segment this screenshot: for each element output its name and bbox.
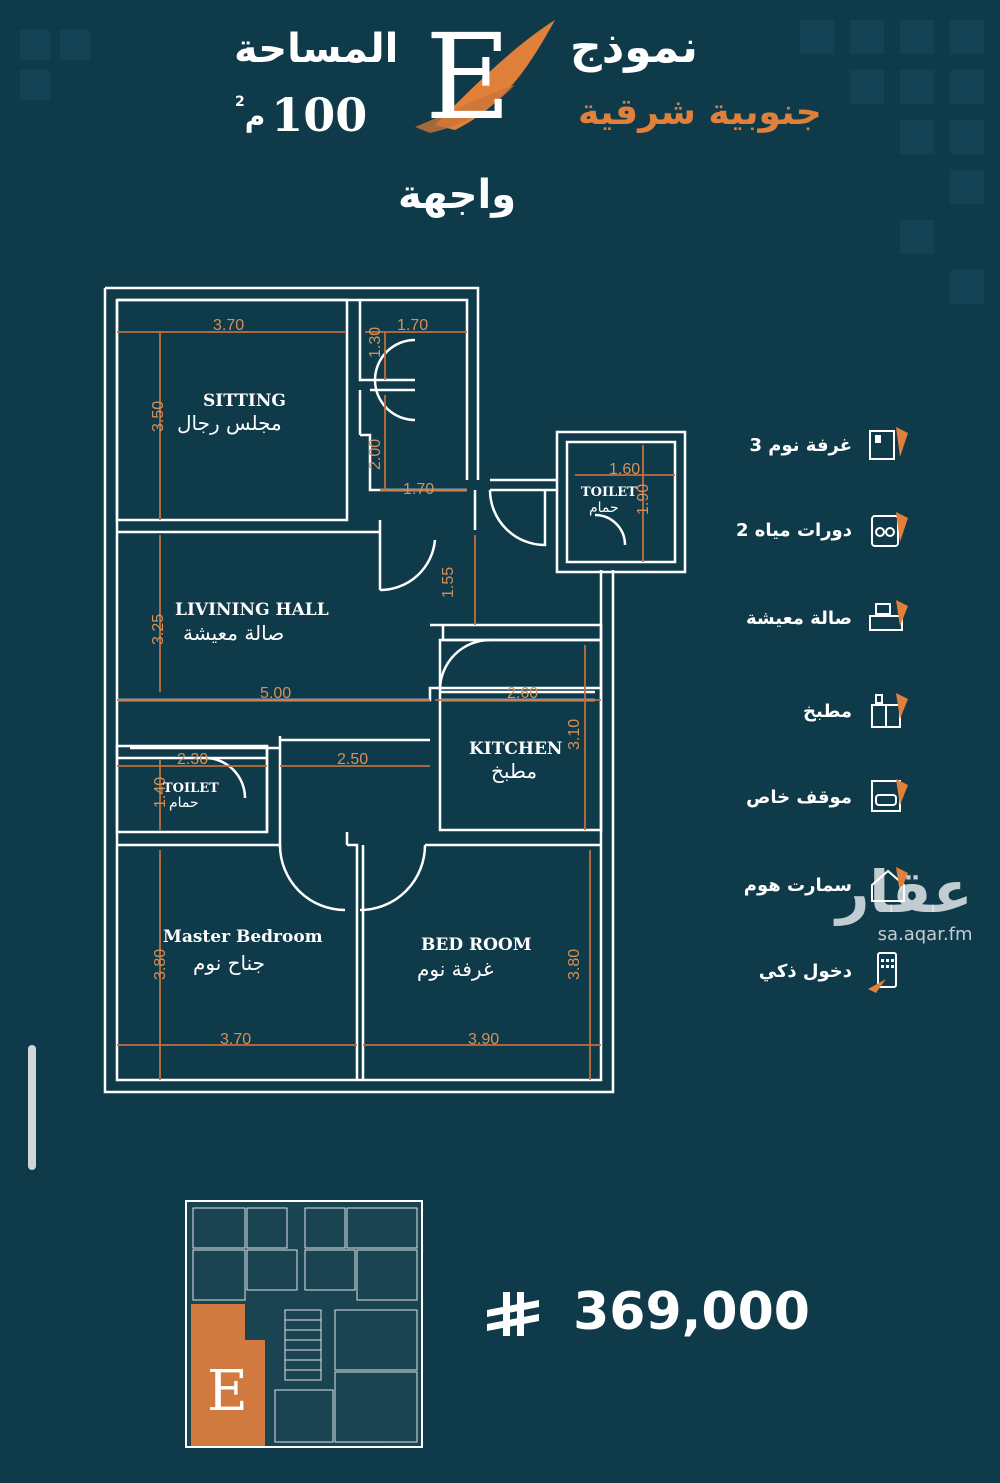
room-kitchen-label: KITCHEN — [469, 739, 562, 759]
room-sitting-ar: مجلس رجال — [177, 411, 282, 435]
area-value: 2 م 100 — [235, 88, 368, 142]
dim-text: 2.50 — [337, 751, 368, 768]
bathroom-icon — [871, 512, 908, 547]
room-toilet2-ar: حمام — [589, 500, 619, 516]
feature-item: مطبخ — [700, 686, 910, 736]
dim-text: 1.55 — [440, 567, 457, 598]
scrollbar-thumb[interactable] — [28, 1045, 36, 1170]
dim-text: 3.70 — [213, 317, 244, 334]
watermark: عقار sa.aqar.fm — [836, 860, 973, 945]
room-master-ar: جناح نوم — [193, 951, 265, 975]
feature-item: دخول ذكي — [700, 946, 910, 996]
dim-text: 3.80 — [566, 949, 583, 980]
dim-text: 3.50 — [150, 401, 167, 432]
feature-label: دخول ذكي — [758, 960, 852, 982]
feature-label: 2 دورات مياه — [736, 519, 852, 541]
room-kitchen-ar: مطبخ — [491, 759, 537, 783]
feature-label: 3 غرفة نوم — [749, 434, 853, 456]
feature-item: سمارت هوم — [700, 860, 910, 910]
dim-text: 1.60 — [609, 461, 640, 478]
room-bed-ar: غرفة نوم — [417, 957, 493, 981]
room-living-ar: صالة معيشة — [183, 621, 284, 645]
room-sitting-label: SITTING — [203, 391, 286, 411]
feature-item: 3 غرفة نوم — [700, 420, 910, 470]
dim-text: 1.90 — [635, 484, 652, 515]
dim-text: 1.30 — [367, 327, 384, 358]
dim-text: 5.00 — [260, 685, 291, 702]
room-toilet1-ar: حمام — [169, 795, 199, 811]
key-plan: E — [185, 1200, 423, 1448]
dim-text: 2.30 — [177, 751, 208, 768]
price-value: 369,000 — [573, 1282, 810, 1342]
watermark-brand: عقار — [836, 858, 973, 926]
dim-text: 3.25 — [150, 614, 167, 645]
model-letter: E — [425, 8, 512, 146]
dim-text: 3.70 — [220, 1031, 251, 1048]
smart-home-icon — [871, 867, 908, 902]
logo-swoosh — [415, 20, 555, 133]
dim-text: 3.80 — [152, 949, 169, 980]
dim-text: 1.70 — [397, 317, 428, 334]
dim-text: 3.90 — [468, 1031, 499, 1048]
dim-text: 3.10 — [566, 719, 583, 750]
facade-text: واجهة — [398, 172, 517, 218]
model-word: نموذج — [570, 22, 698, 73]
room-toilet2-label: TOILET — [581, 485, 637, 500]
price: 369,000 — [485, 1282, 810, 1342]
feature-label: سمارت هوم — [743, 874, 852, 896]
feature-label: صالة معيشة — [746, 607, 852, 629]
feature-item: صالة معيشة — [700, 593, 910, 643]
dim-text: 1.40 — [152, 777, 169, 808]
sofa-icon — [869, 600, 908, 631]
room-bed-label: BED ROOM — [421, 935, 532, 955]
feature-item: 2 دورات مياه — [700, 505, 910, 555]
feature-label: موقف خاص — [746, 786, 852, 808]
parking-icon — [871, 779, 908, 812]
dim-text: 1.70 — [403, 481, 434, 498]
smart-entry-icon — [868, 952, 897, 993]
room-master-label: Master Bedroom — [163, 927, 323, 947]
dim-text: 2.00 — [367, 439, 384, 470]
key-plan-letter: E — [207, 1359, 248, 1424]
room-toilet1-label: TOILET — [163, 781, 219, 796]
feature-item: موقف خاص — [700, 772, 910, 822]
area-label: المساحة — [234, 26, 399, 72]
feature-label: مطبخ — [803, 700, 852, 722]
room-living-label: LIVINING HALL — [175, 600, 329, 620]
dim-text: 2.60 — [507, 685, 538, 702]
direction-text: جنوبية شرقية — [578, 92, 822, 133]
bedroom-icon — [869, 427, 908, 460]
watermark-url: sa.aqar.fm — [877, 924, 973, 945]
floor-plan: 3.70 1.70 1.30 3.50 2.00 1.70 1.60 1.90 … — [103, 286, 687, 1094]
riyal-icon — [487, 1292, 539, 1336]
kitchen-icon — [871, 693, 908, 728]
